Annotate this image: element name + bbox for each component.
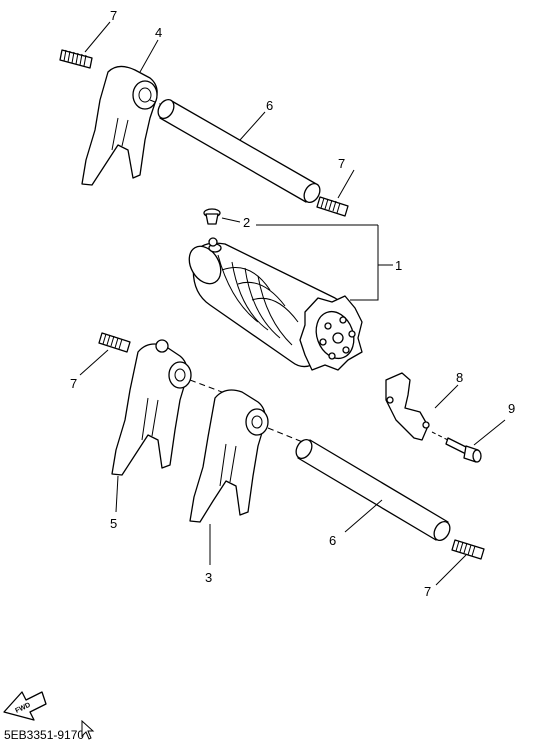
callout-6-top: 6 [266,98,273,113]
callout-2: 2 [243,215,250,230]
callout-9: 9 [508,401,515,416]
shift-shaft-part-6-bottom [295,439,451,541]
callout-4: 4 [155,25,162,40]
callout-6-bottom: 6 [329,533,336,548]
fwd-arrow-icon: FWD [3,691,47,721]
spring-part-7-left [98,332,131,353]
callout-3: 3 [205,570,212,585]
mouse-cursor-icon [81,720,95,740]
stopper-plate-part-8 [385,372,430,441]
shift-fork-part-3 [189,389,269,523]
callout-7-top: 7 [110,8,117,23]
callout-8: 8 [456,370,463,385]
callout-7-mid: 7 [338,156,345,171]
shift-drum-part-1 [188,237,363,371]
screw-part-2 [203,208,221,225]
shift-fork-part-5 [111,339,192,476]
spring-part-7-top [59,49,93,69]
callout-1: 1 [395,258,402,273]
part-code: 5EB3351-9170 [4,728,85,742]
spring-part-7-bottom [451,539,485,560]
callout-7-bottom: 7 [424,584,431,599]
bolt-part-9 [431,431,482,463]
callout-5: 5 [110,516,117,531]
shift-shaft-part-6-top [157,99,321,203]
shift-fork-part-4 [81,65,158,186]
callout-7-left: 7 [70,376,77,391]
spring-part-7-mid [316,196,349,217]
